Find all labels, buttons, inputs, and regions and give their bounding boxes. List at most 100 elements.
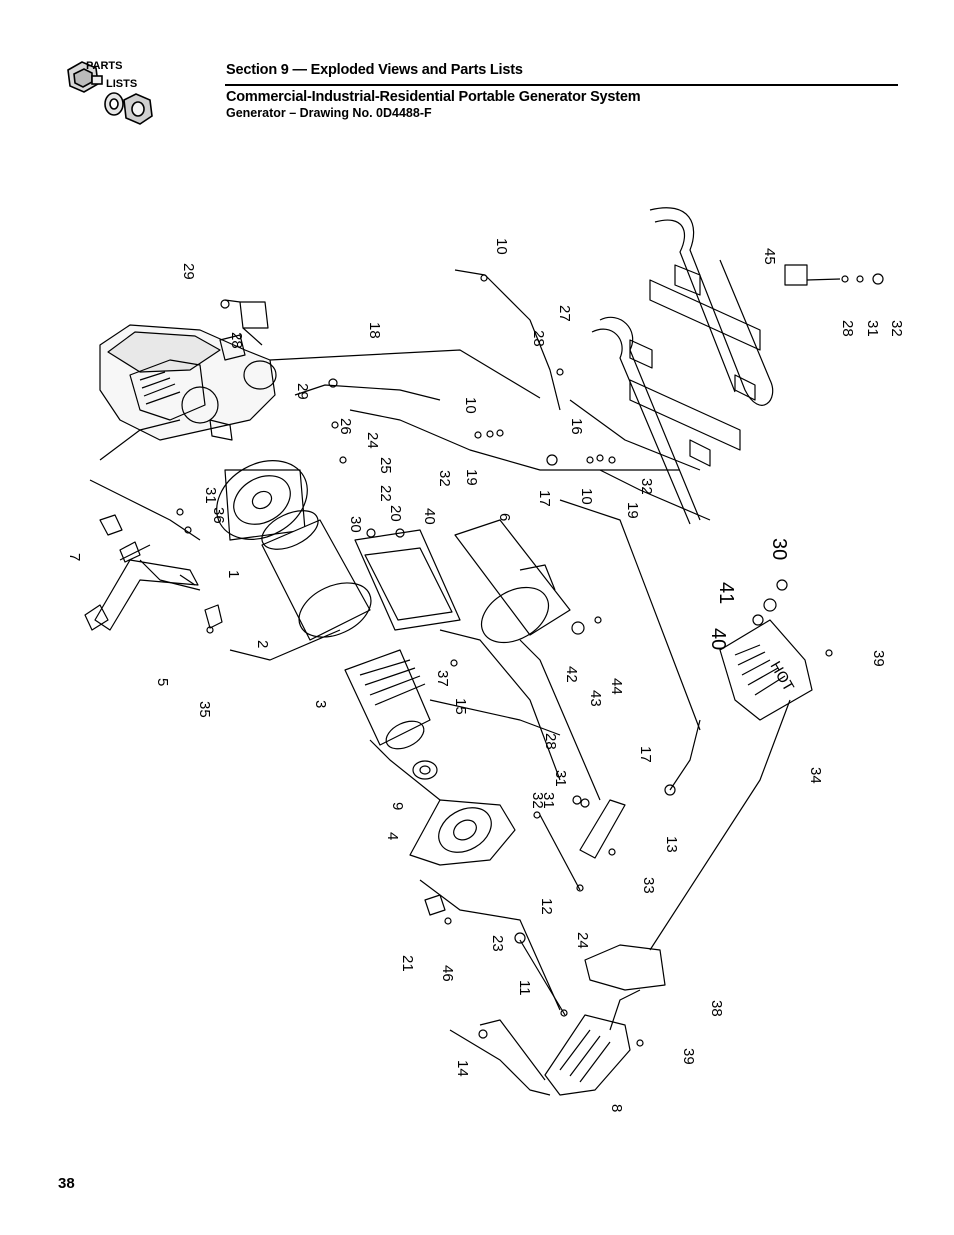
callout-c12: 25 — [377, 457, 394, 474]
callout-c6: 18 — [366, 322, 383, 339]
callout-c35: 41 — [715, 582, 737, 604]
frame-crossbar — [649, 279, 761, 351]
callout-c36: 40 — [707, 628, 729, 650]
bearing — [412, 760, 438, 780]
rod-12 — [539, 814, 581, 891]
rail-13 — [579, 799, 626, 859]
engine-assembly — [99, 324, 277, 441]
callout-c19: 10 — [578, 488, 595, 505]
callout-c27: 36 — [210, 507, 227, 524]
callout-c64: 8 — [608, 1104, 625, 1112]
callout-c32: 2 — [254, 640, 271, 648]
frame-crossbar-2 — [629, 379, 741, 451]
callout-c30: 7 — [66, 553, 83, 561]
callout-c13: 32 — [436, 470, 453, 487]
end-cover — [544, 1014, 631, 1096]
frame-tube-upper-inner — [654, 219, 736, 393]
callout-c11: 24 — [364, 432, 381, 449]
callout-c21: 19 — [624, 502, 641, 519]
callout-c25: 32 — [888, 320, 905, 337]
callout-c24: 31 — [864, 320, 881, 337]
callout-c9: 16 — [568, 418, 585, 435]
component-21 — [424, 894, 446, 916]
callout-c43: 15 — [452, 698, 469, 715]
exhaust-pipe — [84, 541, 199, 631]
callout-c8: 10 — [462, 397, 479, 414]
callout-c37: 42 — [563, 666, 580, 683]
callout-c22: 45 — [761, 248, 778, 265]
clamp — [204, 604, 223, 629]
callout-c23: 28 — [839, 320, 856, 337]
callout-c14: 19 — [463, 469, 480, 486]
callout-c31: 1 — [225, 570, 242, 578]
frame-rail-left-inner — [591, 328, 691, 525]
stator — [344, 649, 431, 750]
callout-c51: 9 — [389, 802, 406, 810]
callout-c4: 27 — [556, 305, 573, 322]
logo-text-lists: LISTS — [106, 78, 137, 90]
callout-c5: 28 — [530, 330, 547, 347]
callout-c44: 39 — [870, 650, 887, 667]
callout-c17: 40 — [421, 508, 438, 525]
callout-c58: 23 — [489, 935, 506, 952]
callout-c3: 28 — [228, 332, 245, 349]
end-bracket — [409, 799, 516, 866]
heat-shield — [719, 619, 813, 721]
drawing-number: Generator – Drawing No. 0D4488-F — [226, 106, 432, 120]
rod-11 — [519, 939, 566, 1016]
frame-bracket-1 — [674, 264, 701, 296]
callout-c29: 6 — [496, 513, 513, 521]
callout-c10: 26 — [337, 418, 354, 435]
section-title: Section 9 — Exploded Views and Parts Lis… — [226, 62, 523, 78]
rotor-cylinder — [261, 510, 372, 641]
callout-c20: 32 — [638, 478, 655, 495]
callout-c41: 35 — [196, 701, 213, 718]
bracket-38 — [584, 944, 666, 991]
callout-c59: 24 — [574, 932, 591, 949]
alternator-housing — [454, 519, 571, 644]
document-title: Commercial-Industrial-Residential Portab… — [226, 89, 641, 105]
callout-c38: 43 — [587, 690, 604, 707]
callout-c50: 34 — [807, 767, 824, 784]
callout-c63: 39 — [680, 1048, 697, 1065]
parts-lists-logo: PARTS LISTS — [67, 60, 153, 125]
frame-bracket-4 — [689, 439, 711, 467]
callout-c40: 5 — [154, 678, 171, 686]
callout-c46: 17 — [637, 746, 654, 763]
callout-c52: 4 — [384, 832, 401, 840]
callout-c39: 44 — [608, 678, 625, 695]
page-number: 38 — [58, 1175, 75, 1192]
hot-label: HOT — [767, 659, 798, 695]
frame-tube-upper — [649, 207, 774, 406]
gasket — [99, 514, 123, 536]
callout-c33: 37 — [434, 670, 451, 687]
frame-bracket-2 — [629, 339, 653, 369]
callout-c61: 38 — [708, 1000, 725, 1017]
callout-c55: 12 — [538, 898, 555, 915]
callout-c1: 10 — [493, 238, 510, 255]
base-tray — [354, 529, 461, 631]
callout-c49: 31 — [540, 792, 557, 809]
callout-c7: 29 — [294, 383, 311, 400]
callout-c18: 17 — [536, 490, 553, 507]
header-rule — [225, 84, 898, 86]
callout-c53: 13 — [663, 836, 680, 853]
callout-c54: 33 — [640, 877, 657, 894]
callout-c57: 46 — [439, 965, 456, 982]
callout-c28: 30 — [347, 516, 364, 533]
callout-c15: 22 — [377, 485, 394, 502]
callout-c2: 29 — [180, 263, 197, 280]
logo-text-parts: PARTS — [86, 60, 122, 72]
callout-c42: 3 — [312, 700, 329, 708]
callout-c45: 28 — [542, 733, 559, 750]
callout-c62: 14 — [454, 1060, 471, 1077]
callout-c48: 32 — [529, 792, 546, 809]
callout-c26: 31 — [202, 487, 219, 504]
callout-c60: 11 — [516, 980, 533, 996]
callout-c56: 21 — [399, 955, 416, 972]
callout-c16: 20 — [387, 505, 404, 522]
engine-plate — [239, 301, 269, 329]
frame-bracket-3 — [734, 374, 756, 401]
